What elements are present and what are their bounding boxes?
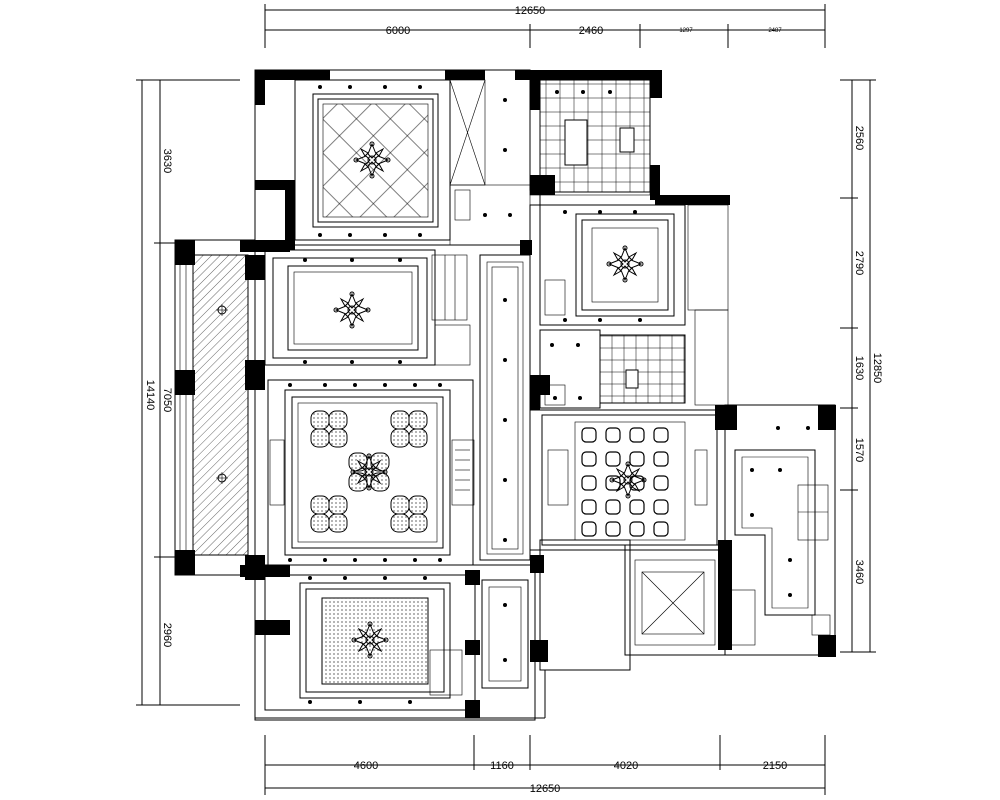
interior-walls xyxy=(255,175,555,719)
right-dimension-3: 1630 xyxy=(853,356,865,380)
left-total-dimension: 14140 xyxy=(144,380,156,411)
bottom-bedroom xyxy=(264,574,476,711)
outer-walls xyxy=(174,69,836,721)
bottom-dimension-3: 4020 xyxy=(614,760,638,772)
top-bedroom xyxy=(294,79,531,246)
kitchen xyxy=(539,79,651,193)
master-bathroom xyxy=(729,426,831,646)
top-dimension-3: 1297 xyxy=(679,28,693,34)
balcony xyxy=(179,250,249,565)
small-bathroom xyxy=(539,329,686,409)
middle-left-bedroom xyxy=(264,249,471,366)
dining-room xyxy=(541,414,718,546)
middle-right-bedroom xyxy=(539,204,729,406)
right-dimension-2: 2790 xyxy=(853,251,865,275)
corridor xyxy=(479,254,531,689)
left-dimension-line: 3630 7050 2960 14140 xyxy=(136,79,240,706)
left-dimension-1: 3630 xyxy=(161,149,173,173)
bottom-dimension-4: 2150 xyxy=(763,760,787,772)
bottom-dimension-2: 1160 xyxy=(490,760,514,772)
right-dimension-line: 2560 2790 1630 1570 3460 12850 xyxy=(840,79,883,653)
top-total-dimension: 12650 xyxy=(515,5,546,17)
top-dimension-1: 6000 xyxy=(386,25,410,37)
right-dimension-4: 1570 xyxy=(853,438,865,462)
living-room xyxy=(267,379,475,566)
bottom-dimension-line: 4600 1160 4020 2150 12650 xyxy=(264,735,826,795)
top-dimension-4: 2487 xyxy=(768,28,782,34)
right-dimension-1: 2560 xyxy=(853,126,865,150)
right-dimension-5: 3460 xyxy=(853,560,865,584)
elevator-shaft xyxy=(634,559,716,646)
top-dimension-line: 12650 6000 2460 1297 2487 xyxy=(264,4,826,48)
bottom-dimension-1: 4600 xyxy=(354,760,378,772)
left-dimension-3: 2960 xyxy=(161,623,173,647)
bottom-total-dimension: 12650 xyxy=(530,783,561,795)
right-total-dimension: 12850 xyxy=(871,353,883,384)
left-dimension-2: 7050 xyxy=(161,388,173,412)
top-dimension-2: 2460 xyxy=(579,25,603,37)
